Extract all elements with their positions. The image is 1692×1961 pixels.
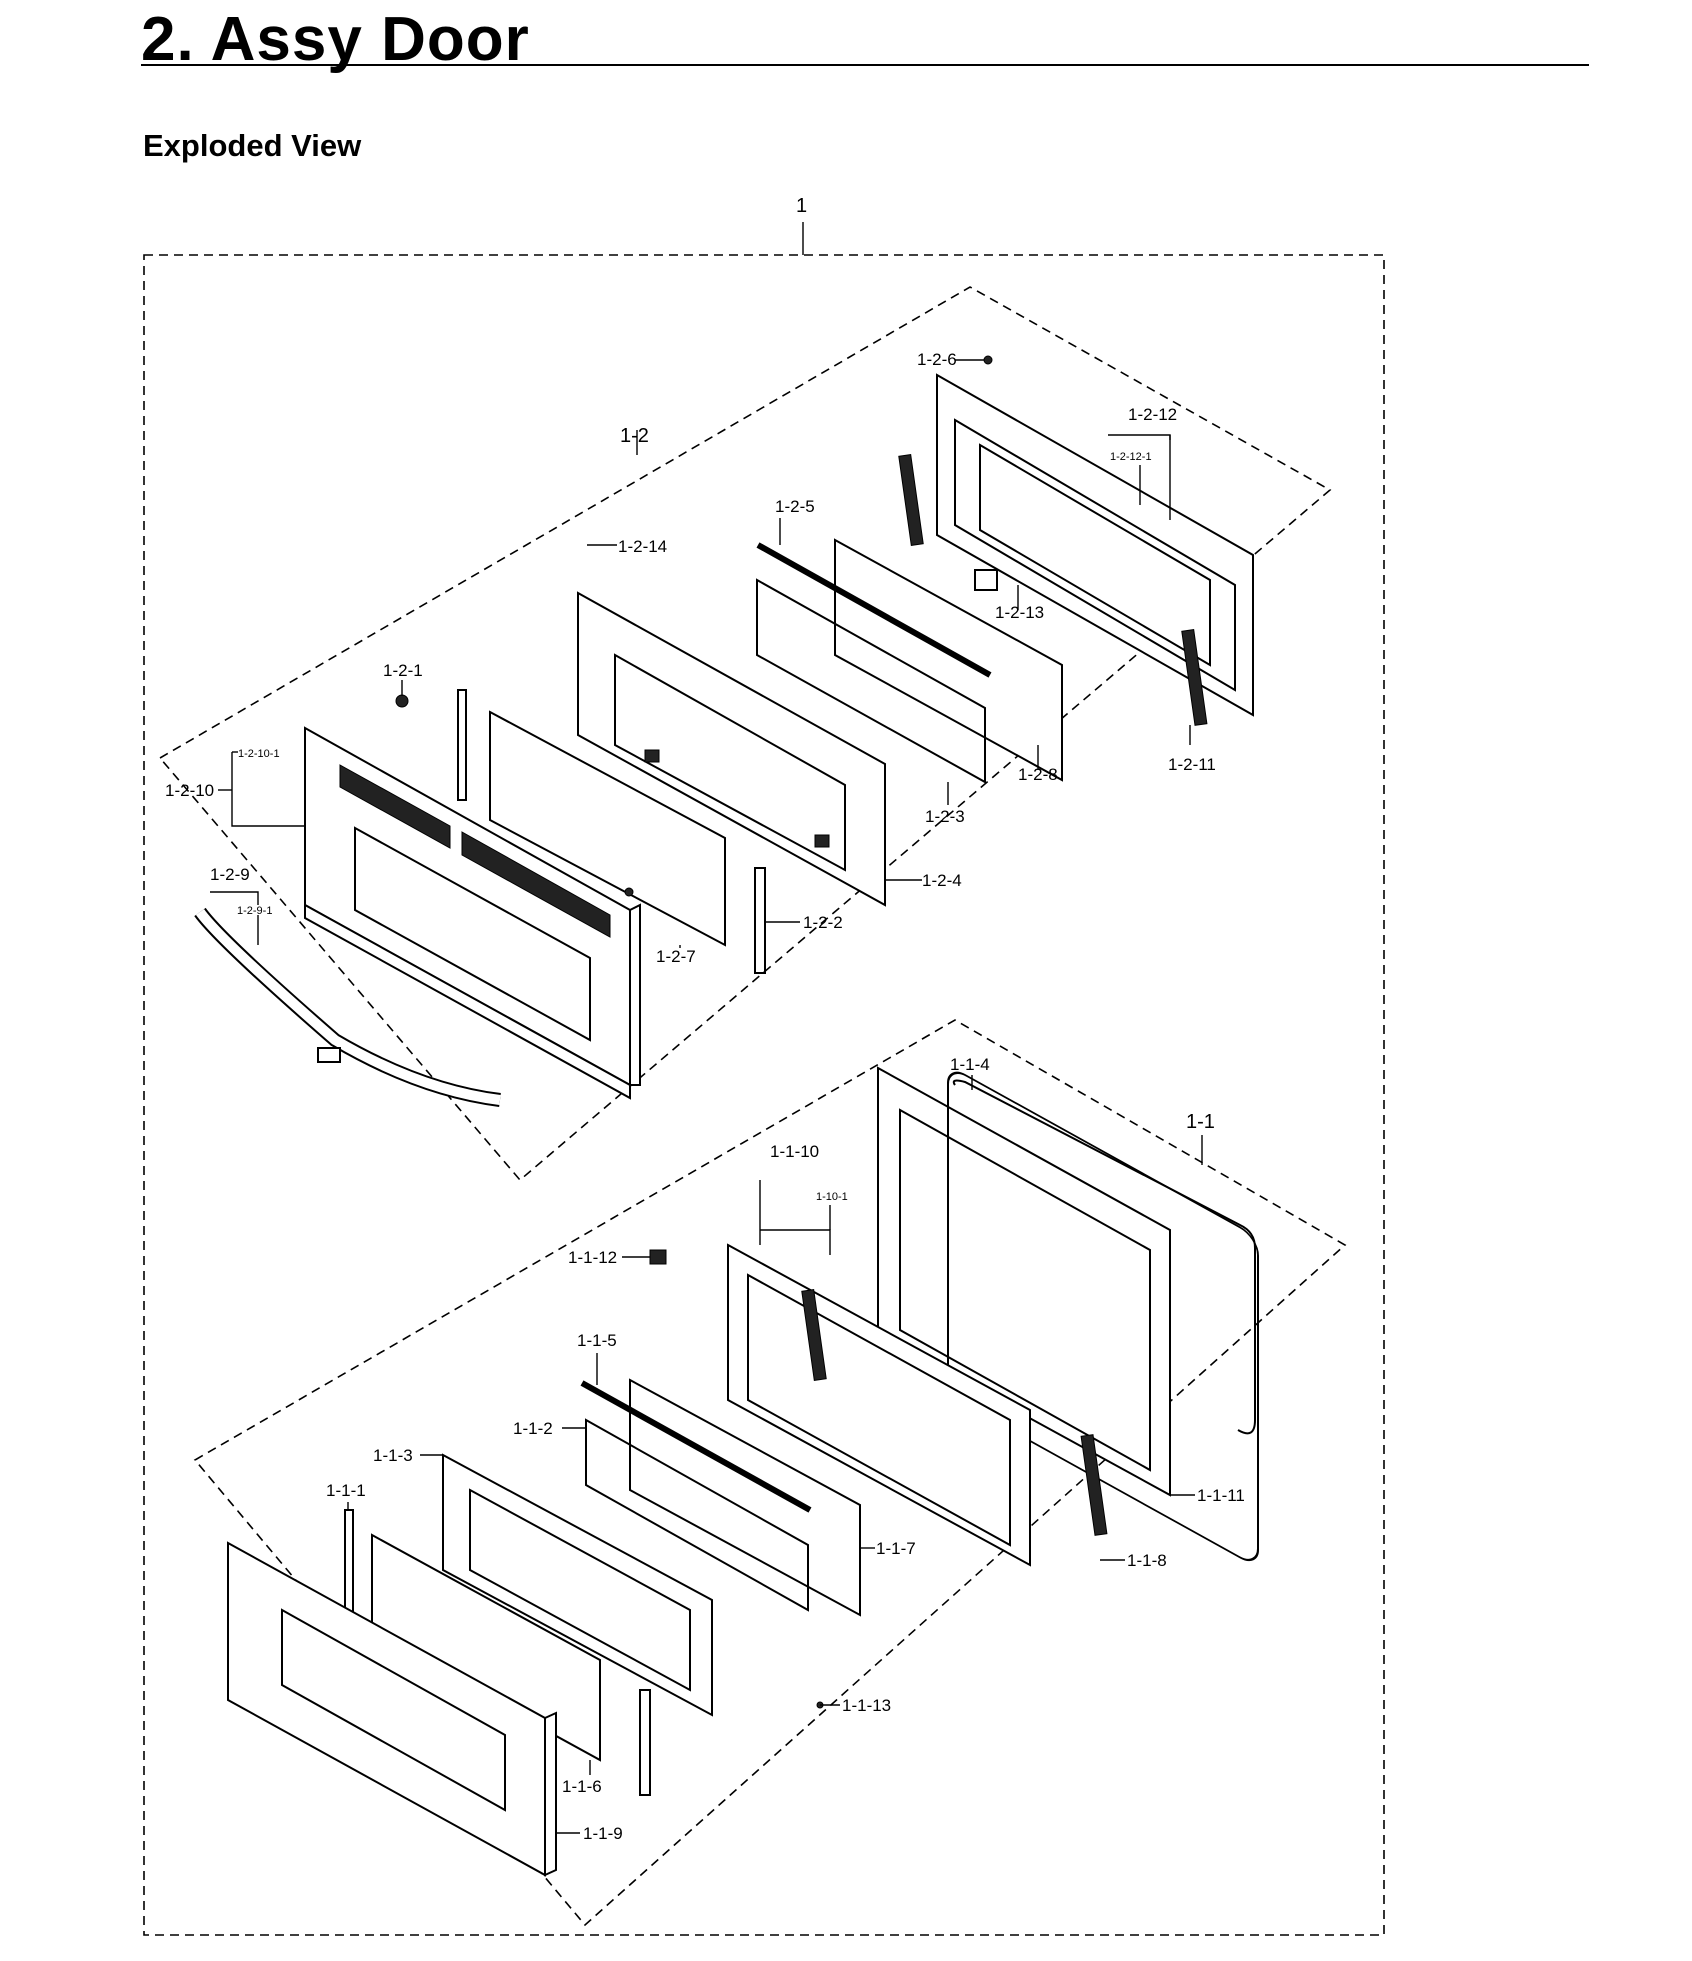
gasket-1-1-11 — [952, 1079, 1256, 1435]
label-1-2-12-1: 1-2-12-1 — [1110, 451, 1152, 463]
label-1-1-10: 1-1-10 — [770, 1142, 819, 1161]
label-1-2-6: 1-2-6 — [917, 350, 957, 369]
inner-panel-1-2-4 — [577, 591, 886, 907]
label-1-2-3: 1-2-3 — [925, 807, 965, 826]
strip-1-1-5 — [580, 1380, 812, 1513]
label-1-1-5: 1-1-5 — [577, 1331, 617, 1350]
clip-1-1-12 — [649, 1249, 667, 1265]
label-group-1-2: 1-2 — [620, 425, 649, 447]
label-1-2-12: 1-2-12 — [1128, 405, 1177, 424]
label-1-2-14: 1-2-14 — [618, 537, 667, 556]
group-1-2-boundary — [158, 286, 1332, 1182]
screw-1-2-1 — [395, 694, 409, 708]
label-1-2-1: 1-2-1 — [383, 661, 423, 680]
assembly-frame — [143, 254, 1385, 1936]
clip-1-1-6 — [639, 1689, 651, 1796]
label-1-1-9: 1-1-9 — [583, 1824, 623, 1843]
label-1-2-9-1: 1-2-9-1 — [237, 905, 272, 917]
label-1-2-2: 1-2-2 — [803, 913, 843, 932]
label-1-1-10-1: 1-10-1 — [816, 1191, 848, 1203]
leader-1-2-9 — [210, 891, 259, 905]
inner-door-frame-1-2-12 — [898, 373, 1254, 726]
section-subtitle: Exploded View — [143, 128, 362, 163]
screw-1-2-7 — [624, 887, 634, 897]
glass-1-2-7 — [489, 710, 726, 947]
page-title: 2. Assy Door — [141, 5, 530, 74]
assembly-label: 1 — [796, 195, 807, 217]
label-1-2-4: 1-2-4 — [922, 871, 962, 890]
clip-1-2-2 — [754, 867, 766, 974]
label-1-1-3: 1-1-3 — [373, 1446, 413, 1465]
label-1-2-10: 1-2-10 — [165, 781, 214, 800]
clip-left-1-2-1 — [457, 689, 467, 801]
label-1-2-13: 1-2-13 — [995, 603, 1044, 622]
label-1-1-11: 1-1-11 — [1197, 1486, 1245, 1505]
title-divider — [141, 64, 1589, 66]
label-1-2-8: 1-2-8 — [1018, 765, 1058, 784]
label-1-2-10-1: 1-2-10-1 — [238, 748, 280, 760]
leader-1-2-10 — [231, 752, 305, 827]
label-1-2-5: 1-2-5 — [775, 497, 815, 516]
bracket-1-2-3 — [756, 578, 986, 784]
label-1-1-2: 1-1-2 — [513, 1419, 553, 1438]
door-liner-1-1-10 — [727, 1243, 1108, 1567]
outer-door-panel-1-2-10 — [304, 726, 641, 1100]
label-1-1-12: 1-1-12 — [568, 1248, 617, 1267]
outer-door-panel-1-1-9 — [227, 1541, 557, 1877]
inner-panel-1-1-3 — [442, 1453, 713, 1717]
label-1-1-6: 1-1-6 — [562, 1777, 602, 1796]
label-1-1-8: 1-1-8 — [1127, 1551, 1167, 1570]
label-1-2-9: 1-2-9 — [210, 865, 250, 884]
glass-1-2-8 — [834, 538, 1063, 782]
handle-bracket-1-2-9-1 — [317, 1047, 341, 1063]
label-1-1-1: 1-1-1 — [326, 1481, 366, 1500]
label-1-2-11: 1-2-11 — [1168, 755, 1216, 774]
label-1-1-13: 1-1-13 — [842, 1696, 891, 1715]
label-1-1-4: 1-1-4 — [950, 1055, 990, 1074]
glass-1-1-6 — [371, 1533, 601, 1762]
label-1-2-7: 1-2-7 — [656, 947, 696, 966]
bracket-1-1-2 — [585, 1418, 809, 1612]
label-1-1-7: 1-1-7 — [876, 1539, 916, 1558]
strip-1-2-5 — [756, 542, 992, 678]
label-group-1-1: 1-1 — [1186, 1111, 1215, 1133]
leader-1-1-10 — [760, 1229, 831, 1255]
